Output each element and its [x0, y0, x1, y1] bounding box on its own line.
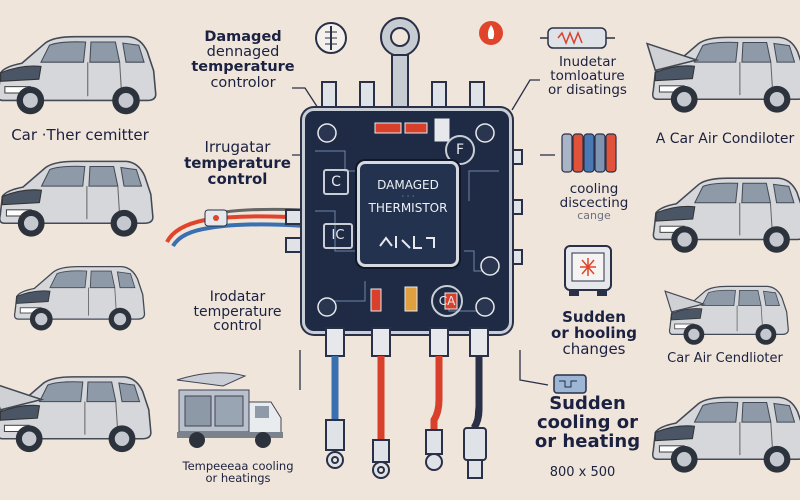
resistor-icon	[540, 27, 615, 49]
thermistor-label-line2: THERMISTOR	[368, 201, 448, 215]
flame-icon	[479, 21, 503, 45]
truck-illustration	[176, 372, 283, 448]
chip-letter-ic: IC	[323, 223, 353, 249]
chip-letter-c: C	[323, 169, 349, 195]
right-car-caption-1: A Car Air Condiloter	[655, 131, 795, 147]
right-car-caption-2: Car Air Cendlioter	[667, 351, 783, 366]
thermistor-board: C F IC CA DAMAGED · · · THERMISTOR	[302, 108, 512, 334]
left-car-caption: Car ·Ther cemitter	[11, 126, 149, 144]
thermostat-display-icon	[564, 245, 612, 296]
thermistor-label-box: DAMAGED · · · THERMISTOR	[357, 161, 459, 267]
thermistor-label-line1: DAMAGED	[377, 178, 439, 192]
capacitor-bank-icon	[561, 133, 617, 173]
thermistor-dots: · · ·	[401, 192, 415, 201]
sensor-module-icon	[553, 374, 587, 394]
chip-letter-ca: CA	[431, 285, 463, 317]
label-dimensions: 800 x 500	[549, 465, 616, 480]
thermometer-icon	[315, 22, 347, 54]
thermistor-glyph-icon	[379, 236, 435, 249]
chip-letter-f: F	[445, 135, 475, 165]
ring-terminal	[380, 17, 420, 116]
wire-connector-icon	[165, 207, 306, 248]
